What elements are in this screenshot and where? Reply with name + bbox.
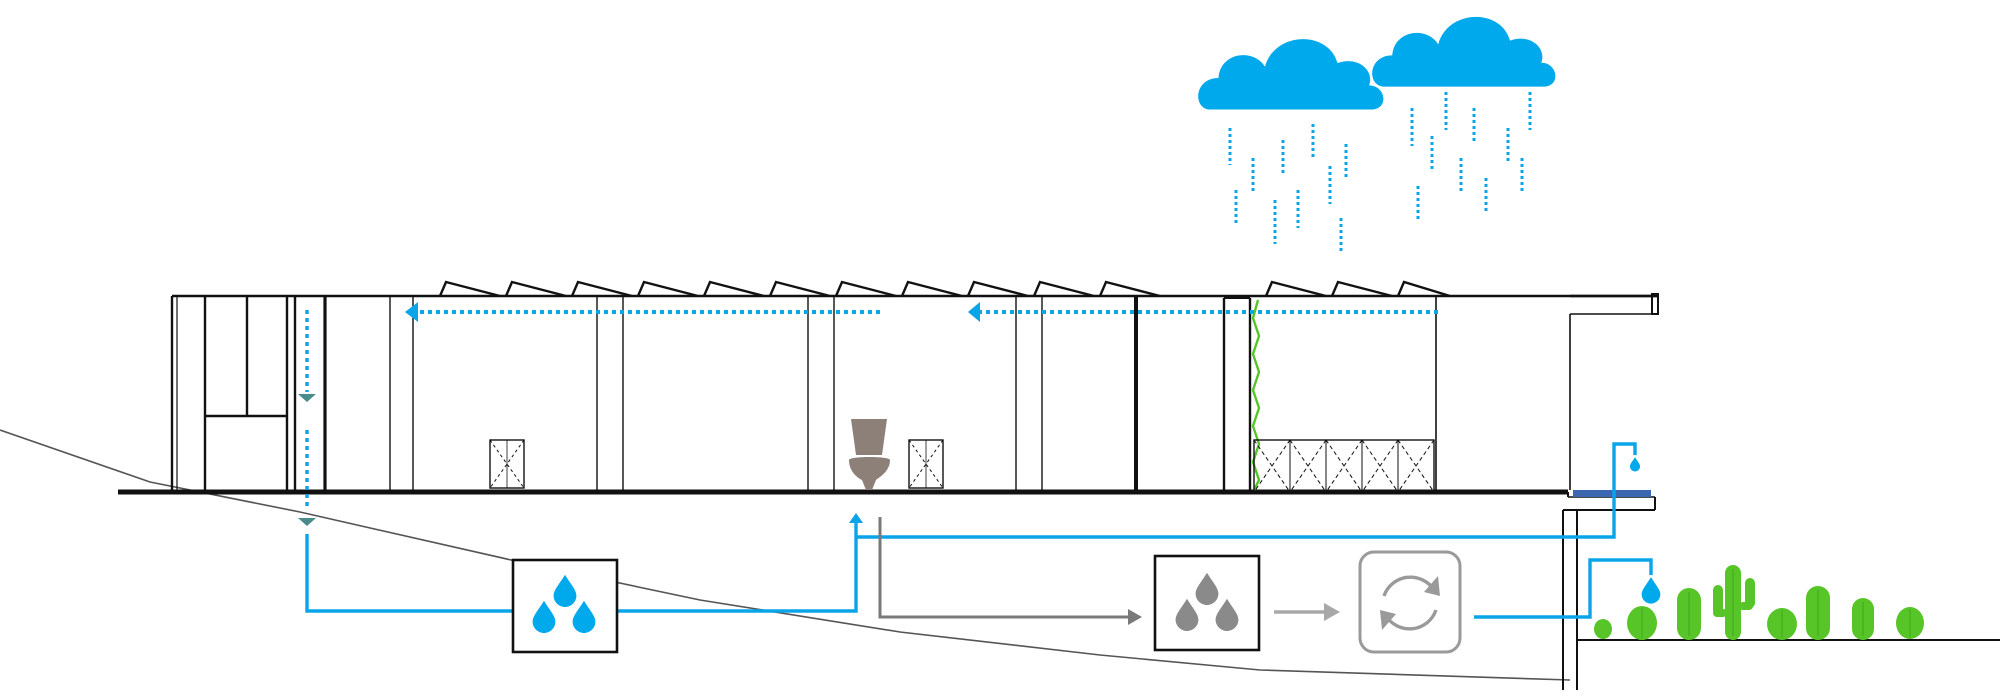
cloud-icon — [1372, 16, 1556, 87]
collection-tank — [511, 558, 619, 654]
recycle-icon — [1382, 575, 1438, 631]
roof-runoff-arrow — [405, 302, 1438, 322]
rainwater-pipes — [305, 442, 1653, 619]
cactus-ribs — [1641, 569, 1911, 638]
treatment-to-irrigation-pipe — [1474, 558, 1653, 619]
cacti — [1594, 565, 1924, 640]
building-section — [118, 280, 1659, 690]
water-feature — [1573, 490, 1651, 497]
planter-lattice — [1253, 439, 1435, 493]
rain-streaks — [1228, 92, 1532, 254]
greywater-pipes — [878, 517, 1340, 625]
cactus-icon — [1713, 565, 1755, 640]
water-drop-icon — [1641, 577, 1661, 604]
cloud-icon — [1198, 39, 1384, 110]
downpipe-arrow — [298, 310, 316, 526]
toilet-icon — [849, 419, 890, 490]
to-collection-tank-pipe — [305, 534, 512, 613]
cactus-icon — [1594, 619, 1612, 639]
pipe-arrowhead — [849, 513, 863, 523]
supply-to-garden-pipe — [856, 442, 1637, 539]
ground-line — [0, 429, 1571, 681]
supply-to-fixture-pipe — [618, 520, 858, 613]
cabinet — [489, 439, 525, 489]
water-drop-icon — [1629, 457, 1641, 472]
cabinet — [908, 439, 944, 489]
treatment-unit — [1358, 550, 1462, 654]
greywater-tank — [1153, 554, 1261, 652]
